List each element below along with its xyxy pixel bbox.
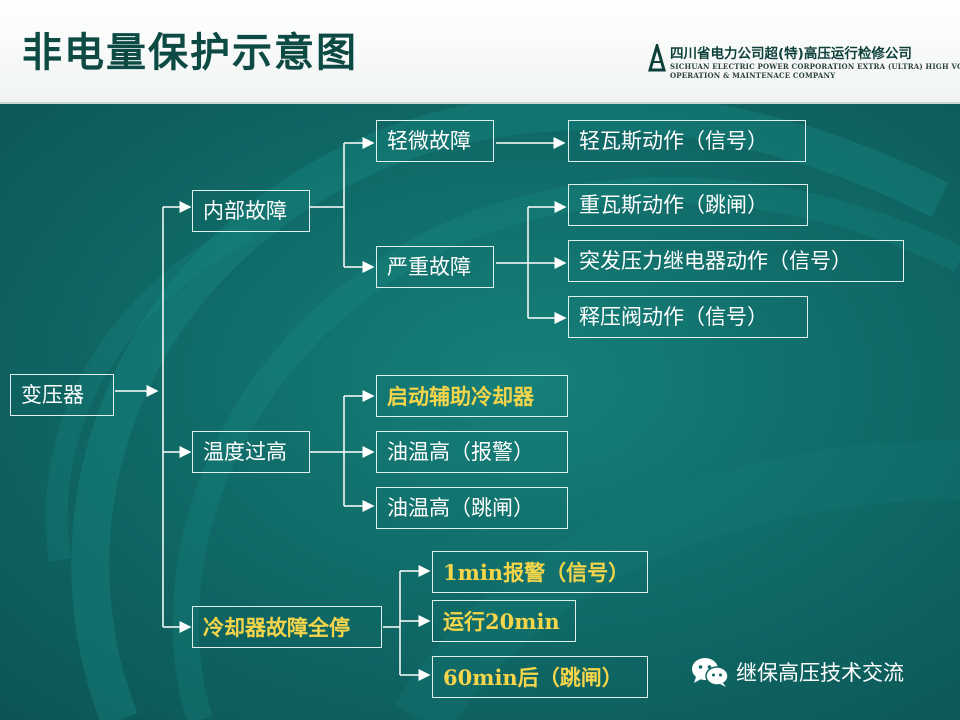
node-oil-temp-alarm: 油温高（报警） bbox=[376, 431, 568, 473]
node-severe-fault: 严重故障 bbox=[376, 246, 494, 288]
company-name-en-line2: OPERATION & MAINTENACE COMPANY bbox=[670, 71, 836, 80]
wechat-watermark: 继保高压技术交流 bbox=[690, 656, 904, 688]
node-trip-60min: 60min后（跳闸） bbox=[432, 656, 648, 698]
node-relief-valve: 释压阀动作（信号） bbox=[568, 296, 808, 338]
node-start-aux-cooler: 启动辅助冷却器 bbox=[376, 375, 568, 417]
wechat-watermark-text: 继保高压技术交流 bbox=[736, 661, 904, 685]
node-minor-fault: 轻微故障 bbox=[376, 120, 494, 162]
company-logo-icon bbox=[648, 44, 666, 72]
header-bar: 非电量保护示意图 四川省电力公司超(特)高压运行检修公司 SICHUAN ELE… bbox=[0, 0, 960, 104]
node-over-temp: 温度过高 bbox=[192, 431, 310, 473]
node-sudden-pressure: 突发压力继电器动作（信号） bbox=[568, 240, 904, 282]
node-oil-temp-trip: 油温高（跳闸） bbox=[376, 487, 568, 529]
company-name-cn: 四川省电力公司超(特)高压运行检修公司 bbox=[670, 46, 912, 62]
wechat-icon bbox=[692, 658, 729, 687]
node-transformer: 变压器 bbox=[10, 374, 114, 416]
company-name-en-line1: SICHUAN ELECTRIC POWER CORPORATION EXTRA… bbox=[670, 62, 960, 71]
company-logo: 四川省电力公司超(特)高压运行检修公司 SICHUAN ELECTRIC POW… bbox=[648, 42, 960, 88]
node-run-20min: 运行20min bbox=[432, 600, 576, 642]
node-heavy-gas: 重瓦斯动作（跳闸） bbox=[568, 184, 808, 226]
node-alarm-1min: 1min报警（信号） bbox=[432, 551, 648, 593]
node-light-gas: 轻瓦斯动作（信号） bbox=[568, 120, 806, 162]
node-cooler-full-stop: 冷却器故障全停 bbox=[192, 606, 382, 648]
page-title: 非电量保护示意图 bbox=[22, 30, 358, 76]
slide-background bbox=[0, 104, 960, 720]
node-internal-fault: 内部故障 bbox=[192, 190, 310, 232]
